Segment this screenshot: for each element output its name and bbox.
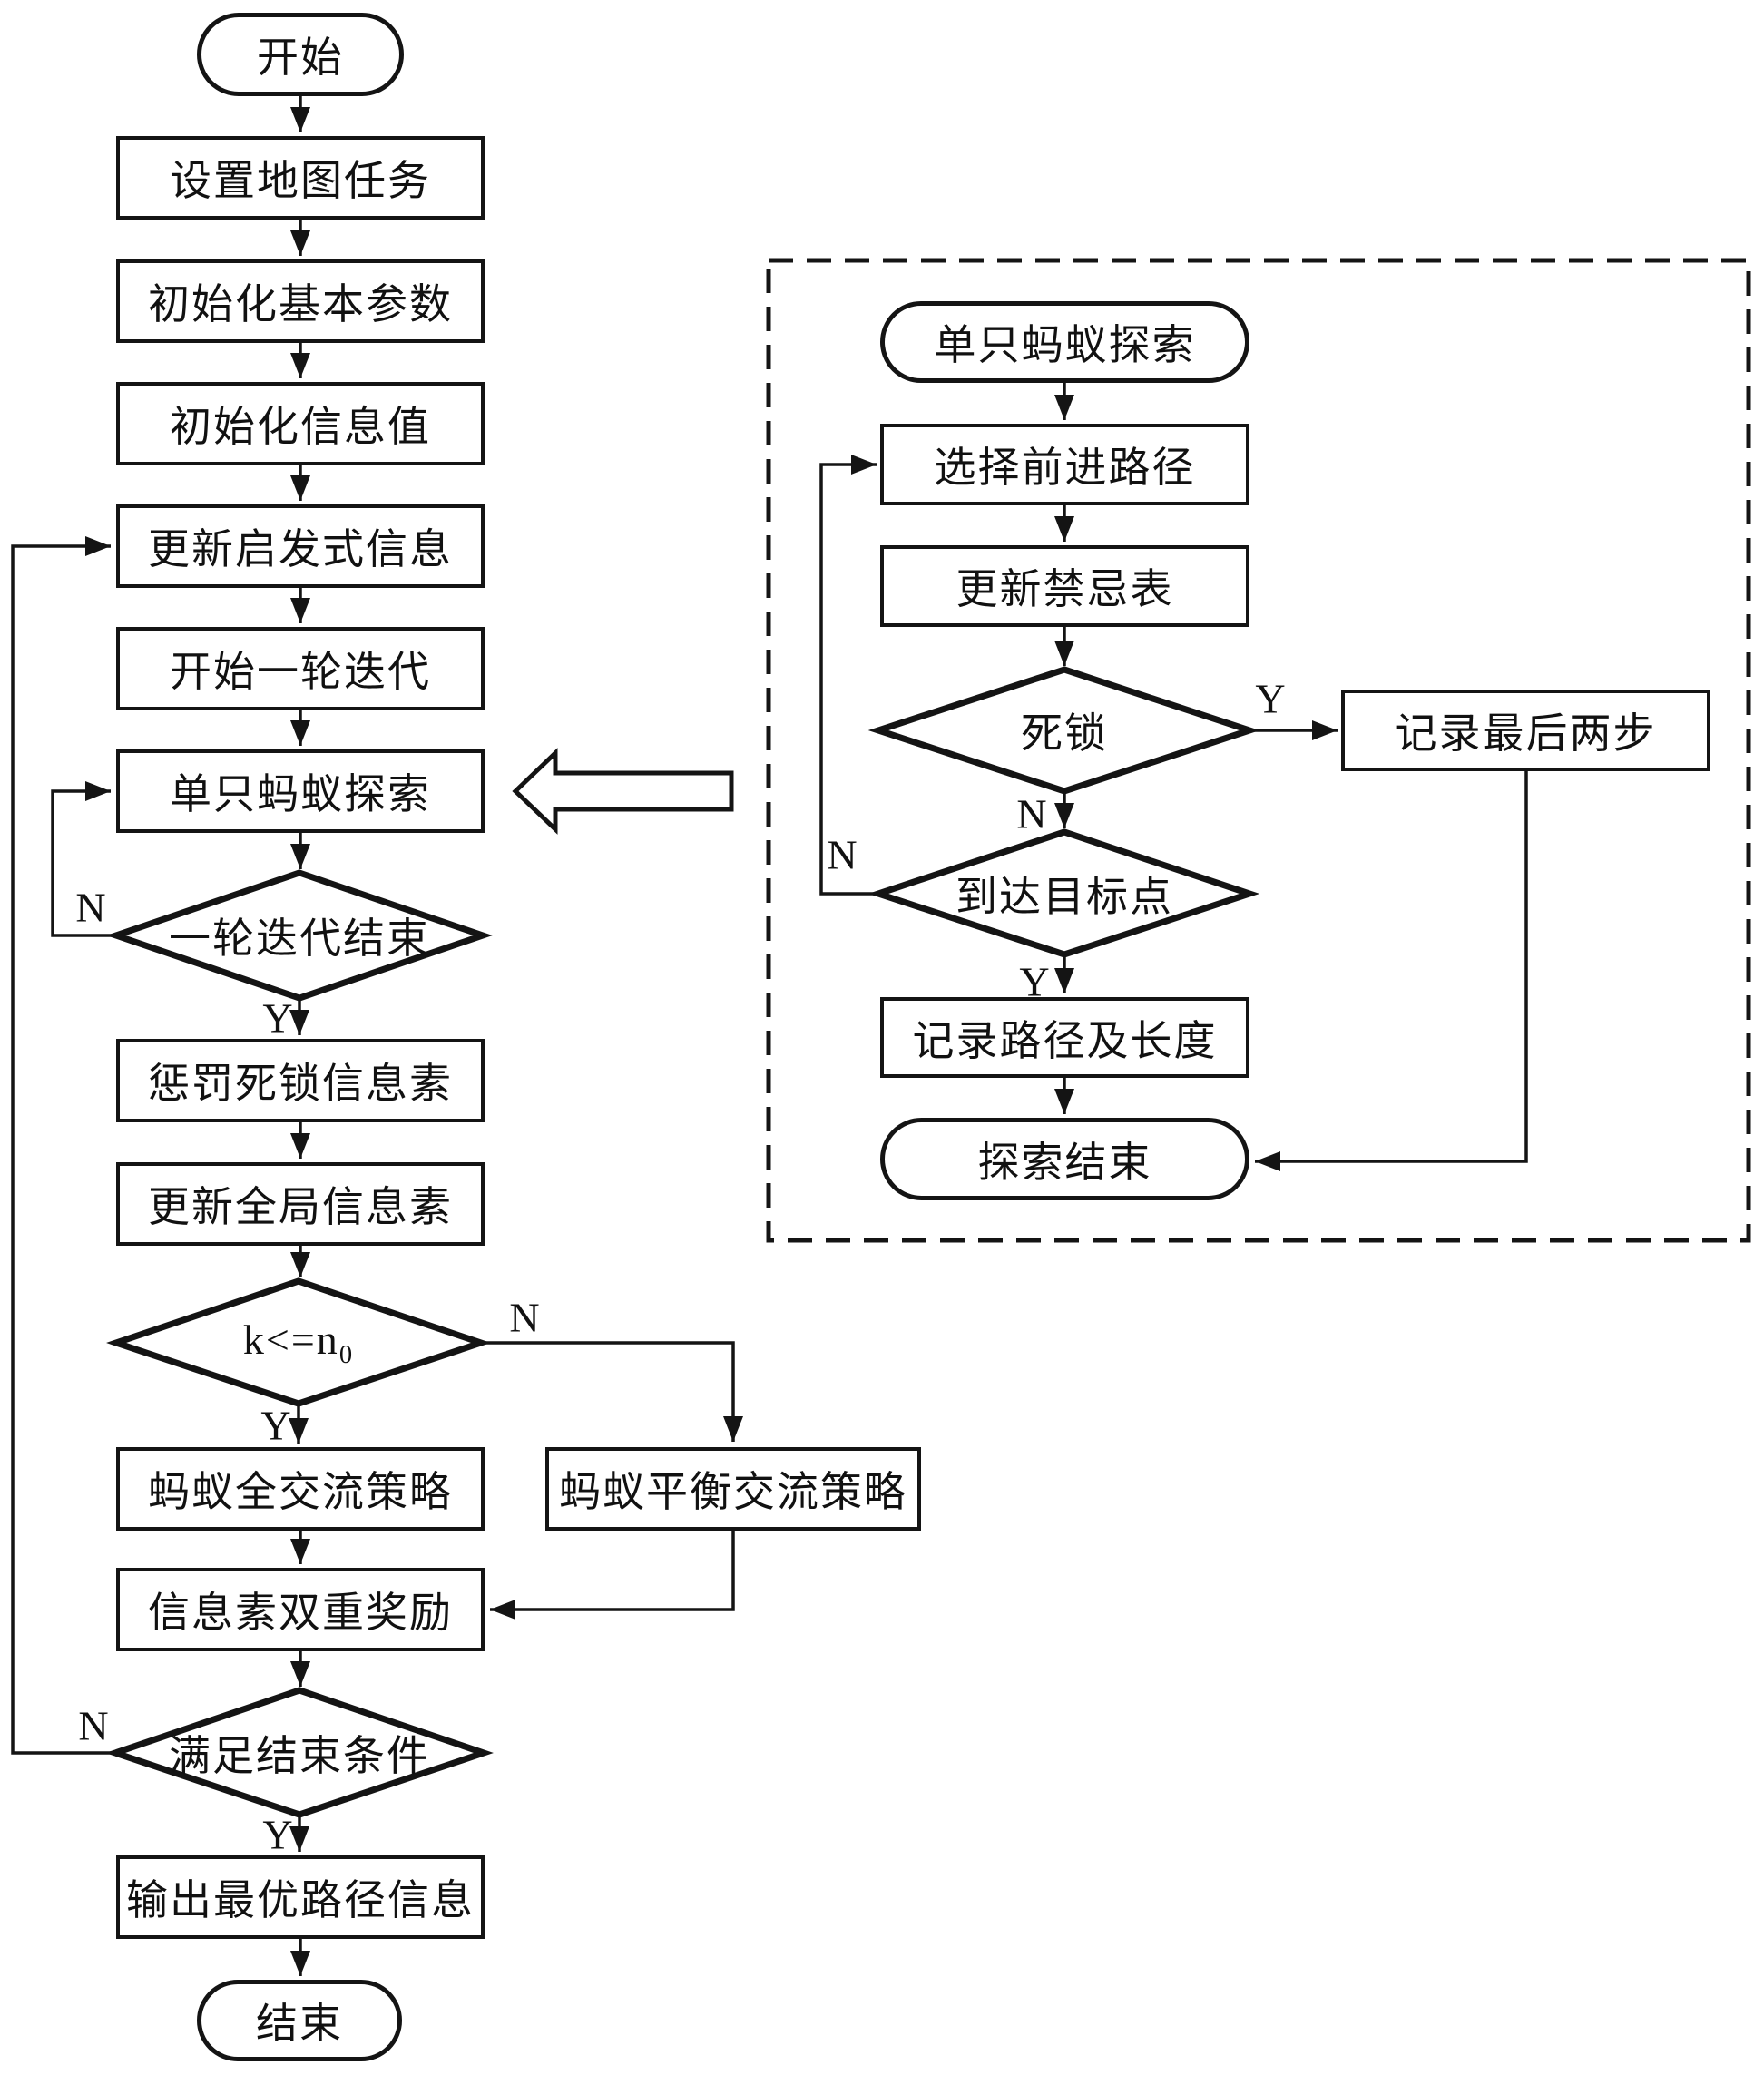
label-k-no: N (509, 1294, 540, 1341)
label-reach-target-no: N (827, 831, 858, 878)
node-label: 记录路径及长度 (912, 1017, 1218, 1064)
node-label: 单只蚂蚁探索 (170, 771, 431, 817)
block-arrow-icon (512, 748, 734, 835)
label-reach-target-yes: Y (1019, 958, 1050, 1005)
node-ant-balanced-exchange: 蚂蚁平衡交流策略 (545, 1447, 921, 1531)
node-update-taboo-table: 更新禁忌表 (880, 545, 1250, 627)
node-label: 选择前进路径 (934, 445, 1196, 491)
node-label: 更新全局信息素 (148, 1184, 453, 1230)
label-k-yes: Y (260, 1402, 291, 1449)
node-update-global-pheromone: 更新全局信息素 (116, 1162, 485, 1246)
loop-iterend-no (51, 781, 116, 937)
node-set-map-task: 设置地图任务 (116, 136, 485, 220)
node-punish-deadlock-pheromone: 惩罚死锁信息素 (116, 1039, 485, 1122)
decision-reach-target-label: 到达目标点 (956, 874, 1173, 920)
subroutine-end: 探索结束 (880, 1118, 1250, 1200)
label-iteration-end-no: N (75, 884, 106, 931)
label-end-condition-yes: Y (262, 1811, 293, 1858)
node-label: 更新启发式信息 (148, 526, 453, 573)
node-ant-full-exchange: 蚂蚁全交流策略 (116, 1447, 485, 1531)
node-label: 结束 (256, 2001, 343, 2047)
node-init-info-value: 初始化信息值 (116, 382, 485, 465)
label-end-condition-no: N (78, 1702, 109, 1749)
node-label: 更新禁忌表 (956, 566, 1174, 612)
node-update-heuristic-info: 更新启发式信息 (116, 504, 485, 588)
decision-reach-target-shape (867, 828, 1260, 958)
node-label: 初始化基本参数 (148, 281, 453, 328)
subroutine-dashed-box (766, 258, 1751, 1243)
node-label: 蚂蚁全交流策略 (148, 1469, 453, 1515)
node-label: 开始一轮迭代 (170, 649, 431, 695)
node-label: 输出最优路径信息 (126, 1877, 475, 1923)
node-label: 单只蚂蚁探索 (934, 322, 1196, 368)
decision-iteration-end-label: 一轮迭代结束 (169, 915, 430, 962)
node-label: 信息素双重奖励 (148, 1590, 453, 1636)
node-select-forward-path: 选择前进路径 (880, 424, 1250, 505)
node-start-iteration-round: 开始一轮迭代 (116, 627, 485, 710)
arrow-balanced-to-reward (490, 1531, 735, 1620)
node-end: 结束 (197, 1980, 402, 2061)
decision-end-condition-label: 满足结束条件 (169, 1733, 430, 1779)
node-pheromone-double-reward: 信息素双重奖励 (116, 1568, 485, 1651)
k-expression: k<=n (242, 1316, 339, 1363)
node-start: 开始 (197, 13, 404, 96)
decision-k-shape (106, 1277, 491, 1407)
loop-reach-no (819, 455, 878, 896)
label-deadlock-yes: Y (1255, 675, 1286, 722)
node-init-basic-params: 初始化基本参数 (116, 259, 485, 343)
subroutine-start: 单只蚂蚁探索 (880, 301, 1250, 383)
node-label: 初始化信息值 (170, 404, 431, 450)
decision-deadlock-label: 死锁 (1021, 710, 1108, 757)
node-label: 记录最后两步 (1395, 710, 1657, 757)
node-label: 探索结束 (977, 1139, 1152, 1186)
decision-end-condition-shape (105, 1687, 494, 1818)
label-iteration-end-yes: Y (262, 994, 293, 1042)
arrow-laststeps-to-exploreend (1255, 771, 1528, 1171)
node-single-ant-explore: 单只蚂蚁探索 (116, 749, 485, 833)
decision-deadlock-shape (867, 666, 1260, 795)
node-label: 开始 (257, 34, 344, 81)
k-subscript: 0 (338, 1341, 355, 1370)
node-label: 蚂蚁平衡交流策略 (559, 1469, 907, 1515)
decision-iteration-end-shape (106, 869, 493, 1002)
node-record-last-two-steps: 记录最后两步 (1341, 690, 1710, 771)
node-output-optimal-path: 输出最优路径信息 (116, 1855, 485, 1939)
node-label: 设置地图任务 (170, 158, 431, 204)
label-deadlock-no: N (1016, 790, 1047, 837)
branch-k-no (481, 1341, 743, 1442)
node-label: 惩罚死锁信息素 (148, 1061, 453, 1107)
loop-endcond-no (11, 536, 115, 1755)
decision-k-label: k<=n0 (243, 1316, 354, 1370)
node-record-path-and-length: 记录路径及长度 (880, 997, 1250, 1078)
